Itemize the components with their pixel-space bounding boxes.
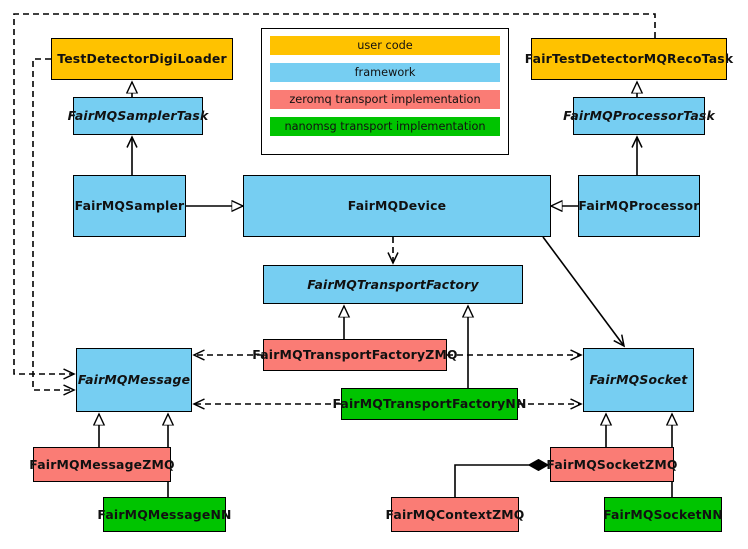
class-node-label: FairTestDetectorMQRecoTask [524,51,734,67]
legend-label-nanomsg: nanomsg transport implementation [284,120,486,133]
edge-contextzmq-socketzmq [454,465,548,497]
class-node-label: FairMQProcessorTask [563,108,715,124]
class-node-label: FairMQDevice [347,198,447,214]
class-node-TestDetectorDigiLoader[interactable]: TestDetectorDigiLoader [51,38,233,80]
legend-item-nanomsg: nanomsg transport implementation [270,117,500,136]
class-node-FairTestDetectorMQRecoTask[interactable]: FairTestDetectorMQRecoTask [525,38,733,80]
class-node-FairMQTransportFactory[interactable]: FairMQTransportFactory [263,265,523,304]
class-node-FairMQContextZMQ[interactable]: FairMQContextZMQ [385,497,524,532]
legend-label-framework: framework [354,66,416,79]
class-node-FairMQProcessorTask[interactable]: FairMQProcessorTask [563,97,715,135]
class-node-FairMQMessageNN[interactable]: FairMQMessageNN [97,497,231,532]
class-node-label: FairMQMessageZMQ [29,456,175,472]
class-node-FairMQTransportFactoryNN[interactable]: FairMQTransportFactoryNN [332,388,526,420]
class-node-label: FairMQTransportFactory [307,276,479,292]
class-node-label: FairMQProcessor [578,198,700,214]
class-node-label: FairMQSamplerTask [67,108,209,124]
class-node-label: FairMQSocket [589,372,688,388]
class-node-label: FairMQTransportFactoryNN [332,396,527,412]
legend-item-framework: framework [270,63,500,82]
legend-label-user-code: user code [357,39,413,52]
edge-device-socket [542,236,624,346]
class-node-FairMQSocketNN[interactable]: FairMQSocketNN [603,497,723,532]
class-node-FairMQDevice[interactable]: FairMQDevice [243,175,551,237]
class-node-FairMQProcessor[interactable]: FairMQProcessor [578,175,700,237]
class-node-label: FairMQMessage [77,372,191,388]
class-node-label: FairMQTransportFactoryZMQ [252,347,458,363]
class-node-FairMQSamplerTask[interactable]: FairMQSamplerTask [68,97,208,135]
class-node-FairMQTransportFactoryZMQ[interactable]: FairMQTransportFactoryZMQ [252,339,458,371]
legend: user code framework zeromq transport imp… [261,28,509,155]
class-node-label: FairMQSocketNN [603,506,723,522]
class-node-label: FairMQSampler [74,198,185,214]
legend-item-user-code: user code [270,36,500,55]
class-node-FairMQSocket[interactable]: FairMQSocket [583,348,694,412]
class-node-label: FairMQContextZMQ [385,506,525,522]
class-node-FairMQMessageZMQ[interactable]: FairMQMessageZMQ [29,447,175,482]
legend-label-zeromq: zeromq transport implementation [289,93,481,106]
class-node-label: TestDetectorDigiLoader [57,51,227,67]
class-node-FairMQSocketZMQ[interactable]: FairMQSocketZMQ [546,447,677,482]
class-node-label: FairMQMessageNN [97,506,232,522]
class-node-FairMQSampler[interactable]: FairMQSampler [73,175,186,237]
legend-item-zeromq: zeromq transport implementation [270,90,500,109]
class-node-FairMQMessage[interactable]: FairMQMessage [76,348,192,412]
class-node-label: FairMQSocketZMQ [546,456,678,472]
